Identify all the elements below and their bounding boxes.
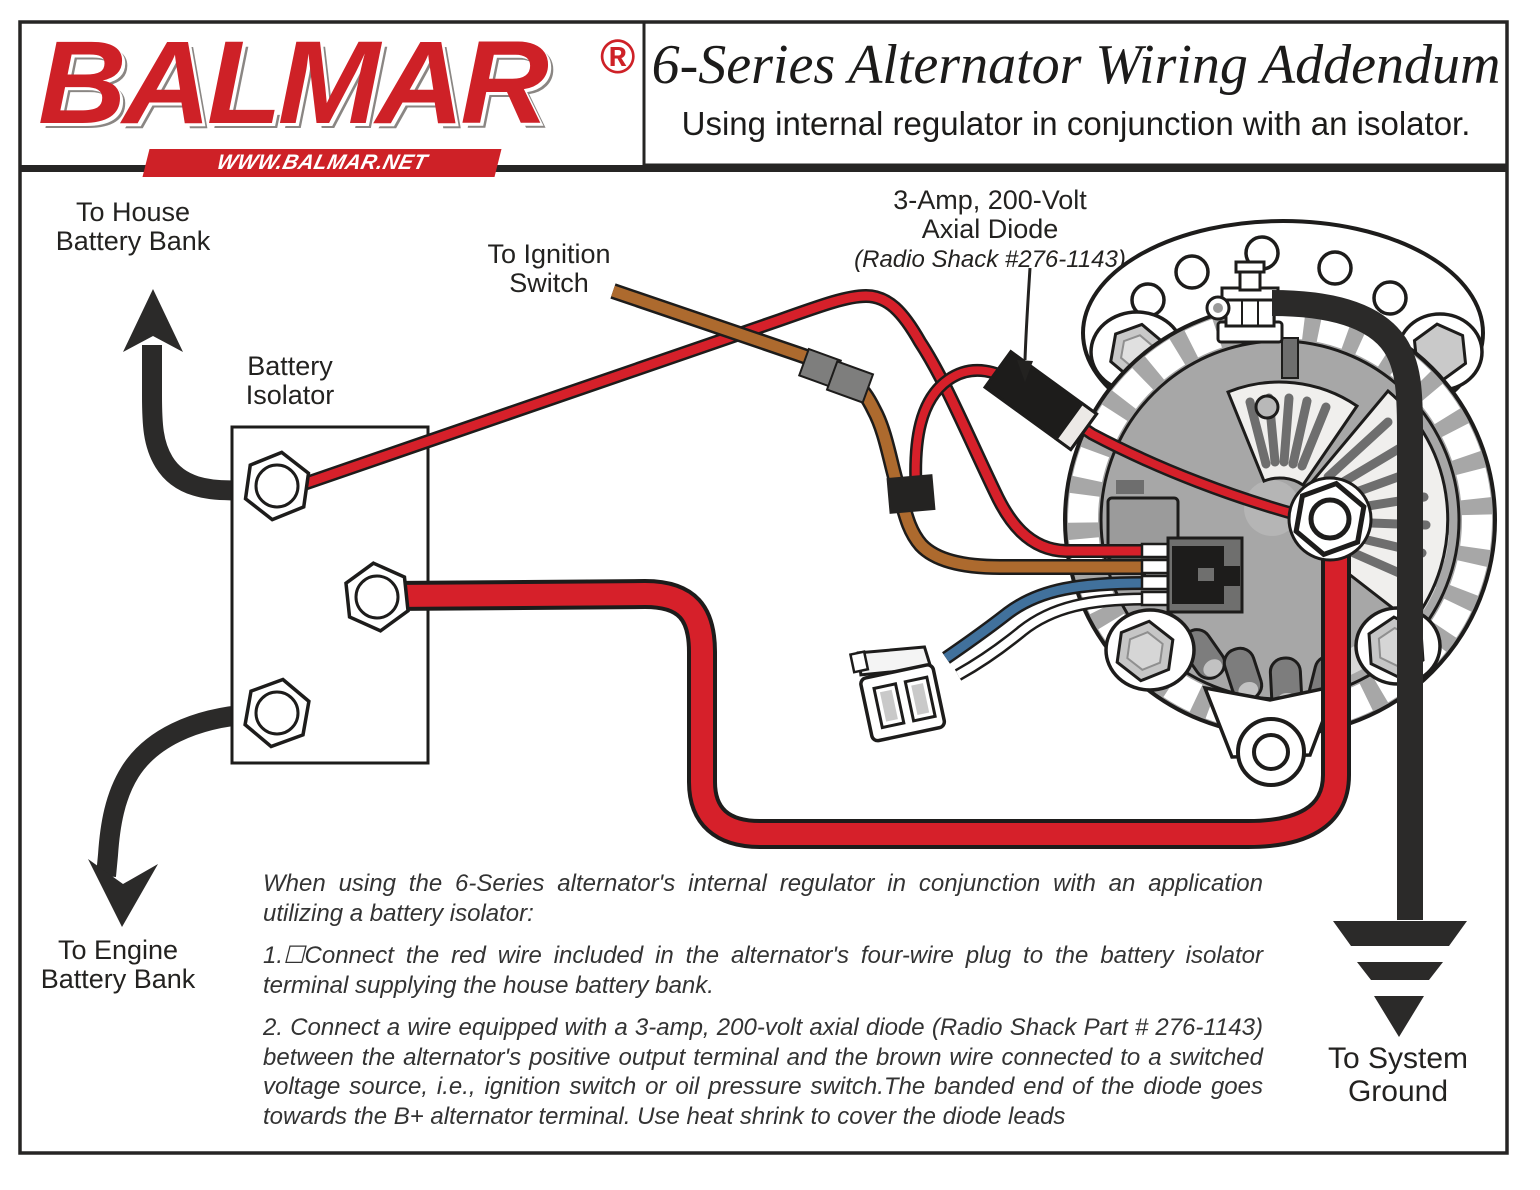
white-wire	[954, 592, 1147, 681]
registered-trademark-icon: ®	[600, 31, 636, 84]
diode-pointer-arrow	[1017, 267, 1033, 382]
instruction-notes: When using the 6-Series alternator's int…	[263, 869, 1263, 1144]
four-wire-plug-connector	[1140, 536, 1244, 614]
logo-underline-bar: WWW.BALMAR.NET	[142, 149, 502, 177]
mount-bracket-bottom	[1202, 683, 1339, 787]
wire-splice	[886, 474, 936, 514]
lower-bolt-left	[1104, 608, 1196, 692]
page-subtitle: Using internal regulator in conjunction …	[681, 105, 1471, 142]
alternator	[1063, 219, 1497, 787]
notes-intro: When using the 6-Series alternator's int…	[263, 870, 1263, 927]
isolator-terminal-house	[243, 450, 311, 522]
engine-battery-arrow	[88, 704, 253, 927]
ground-symbol-bar2	[1357, 962, 1443, 980]
balmar-logo: BALMAR	[38, 17, 549, 149]
label-house-battery: To House Battery Bank	[55, 197, 211, 256]
isolator-terminal-alternator	[344, 561, 410, 633]
notes-step-2: 2. Connect a wire equipped with a 3-amp,…	[263, 1014, 1263, 1130]
red-plug-wire	[295, 288, 1146, 558]
ground-symbol-tip	[1374, 996, 1424, 1037]
label-engine-battery: To Engine Battery Bank	[40, 935, 196, 994]
blue-wire	[942, 576, 1147, 664]
ground-symbol-bar1	[1333, 921, 1467, 946]
fan-vent-upper	[1226, 380, 1360, 488]
axial-diode	[982, 349, 1099, 452]
notes-step-1: 1.☐Connect the red wire included in the …	[263, 942, 1263, 999]
label-battery-isolator: Battery Isolator	[245, 351, 335, 410]
butt-splice	[797, 347, 875, 404]
ground-cable	[1271, 290, 1467, 1037]
label-axial-diode: 3-Amp, 200-Volt Axial Diode (Radio Shack…	[854, 185, 1126, 274]
header-divider	[20, 165, 1507, 172]
isolator-terminal-engine	[243, 677, 311, 749]
logo-website: WWW.BALMAR.NET	[214, 151, 430, 174]
house-battery-arrow	[123, 289, 256, 501]
label-system-ground: To System Ground	[1327, 1042, 1469, 1108]
b-plus-terminal	[1287, 476, 1373, 562]
two-pin-plug	[848, 645, 947, 743]
label-ignition-switch: To Ignition Switch	[487, 239, 611, 298]
red-output-cable	[389, 545, 1351, 849]
page-title: 6-Series Alternator Wiring Addendum	[651, 34, 1501, 96]
